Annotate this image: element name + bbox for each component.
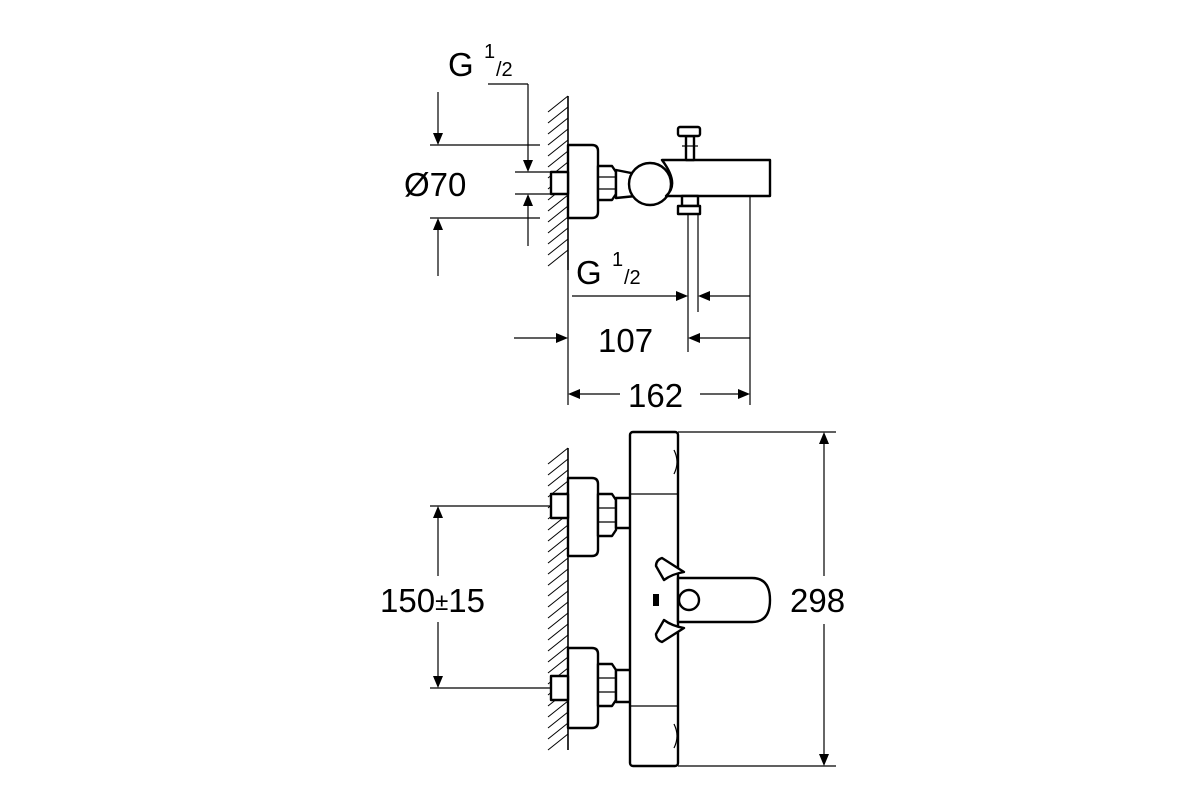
hatch-line [547,106,569,124]
hatch-line [547,227,569,245]
hatch-line [547,128,569,146]
hatch-line [547,139,569,157]
hatch-line [547,623,569,641]
thread-label-mid: G [576,254,602,291]
hatch-line [547,216,569,234]
hatch-line [547,469,569,487]
upper-connector [549,492,570,520]
diverter-pin-stem [684,134,696,162]
diverter-knob [627,161,673,207]
hatch-line [547,524,569,542]
hatch-line [547,150,569,168]
hatch-line [547,711,569,729]
diameter-label: Ø70 [404,166,466,203]
dim-298-label: 298 [790,582,845,619]
upper-rosette [566,476,600,558]
hatch-line [547,557,569,575]
hatch-line [547,194,569,212]
inlet-connector [549,170,570,196]
hatch-line [547,700,569,718]
thread-mid-sup: 1 [612,249,623,271]
indicator-mark [653,594,659,606]
handle-lower [654,618,686,644]
handle-upper [654,556,686,582]
hatch-line [547,612,569,630]
hatch-line [547,645,569,663]
hatch-line [547,579,569,597]
hatch-line [547,546,569,564]
hex-nut [596,164,618,202]
lower-hex-nut [596,662,618,708]
side-view: G 1 /2 Ø70 G 1 /2 107 162 [404,41,772,414]
thread-top-sup: 1 [484,41,495,63]
shower-outlet [680,194,700,208]
spout [660,158,772,198]
dim-centers-label: 150±15 [380,582,485,619]
upper-hex-nut [596,492,618,538]
shower-outlet-nut [676,204,702,216]
diverter-pin-cap [676,125,702,138]
hatch-line [547,590,569,608]
hatch-line [547,447,569,465]
hatch-line [547,238,569,256]
diverter-knob-front [677,588,701,612]
hatch-line [547,535,569,553]
wall-hatch-top [547,95,569,267]
hatch-line [547,601,569,619]
lower-rosette [566,646,600,730]
hatch-line [547,205,569,223]
lower-connector [549,674,570,702]
thread-mid-sub: /2 [624,267,641,289]
dim-107-label: 107 [598,322,653,359]
front-spout [676,576,772,624]
hatch-line [547,568,569,586]
hatch-line [547,117,569,135]
wall-rosette [566,143,600,220]
hatch-line [547,722,569,740]
hatch-line [547,733,569,751]
front-view: 150±15 298 [380,430,845,768]
hatch-line [547,656,569,674]
hatch-line [547,458,569,476]
thread-label-top: G [448,46,474,83]
thread-top-sub: /2 [496,59,513,81]
hatch-line [547,95,569,113]
hatch-line [547,634,569,652]
dim-162-label: 162 [628,377,683,414]
hatch-line [547,249,569,267]
